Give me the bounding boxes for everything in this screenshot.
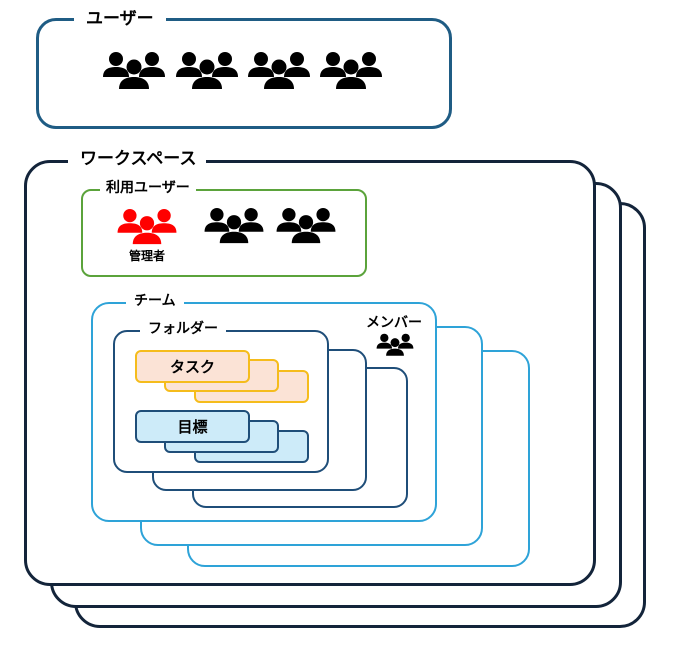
user-group-icon xyxy=(274,207,338,245)
user-group-icon xyxy=(246,51,312,91)
admin-group-icon xyxy=(115,208,179,246)
user-group-icon xyxy=(174,51,240,91)
admin-label: 管理者 xyxy=(128,249,165,263)
task-label: タスク xyxy=(169,358,215,376)
workspace-users-title: 利用ユーザー xyxy=(100,181,196,195)
users-panel-title: ユーザー xyxy=(74,11,166,28)
users-panel xyxy=(36,18,452,129)
team-title: チーム xyxy=(126,294,184,308)
workspace-users-panel xyxy=(81,189,367,277)
members-label: メンバー xyxy=(366,315,422,331)
workspace-title: ワークスペース xyxy=(68,151,207,168)
user-group-icon xyxy=(101,51,167,91)
member-group-icon xyxy=(376,333,414,357)
task-chip: タスク xyxy=(135,350,250,383)
user-group-icon xyxy=(202,207,266,245)
goal-chip: 目標 xyxy=(135,410,250,443)
folder-title: フォルダー xyxy=(140,322,226,336)
goal-label: 目標 xyxy=(177,418,208,436)
user-group-icon xyxy=(318,51,384,91)
